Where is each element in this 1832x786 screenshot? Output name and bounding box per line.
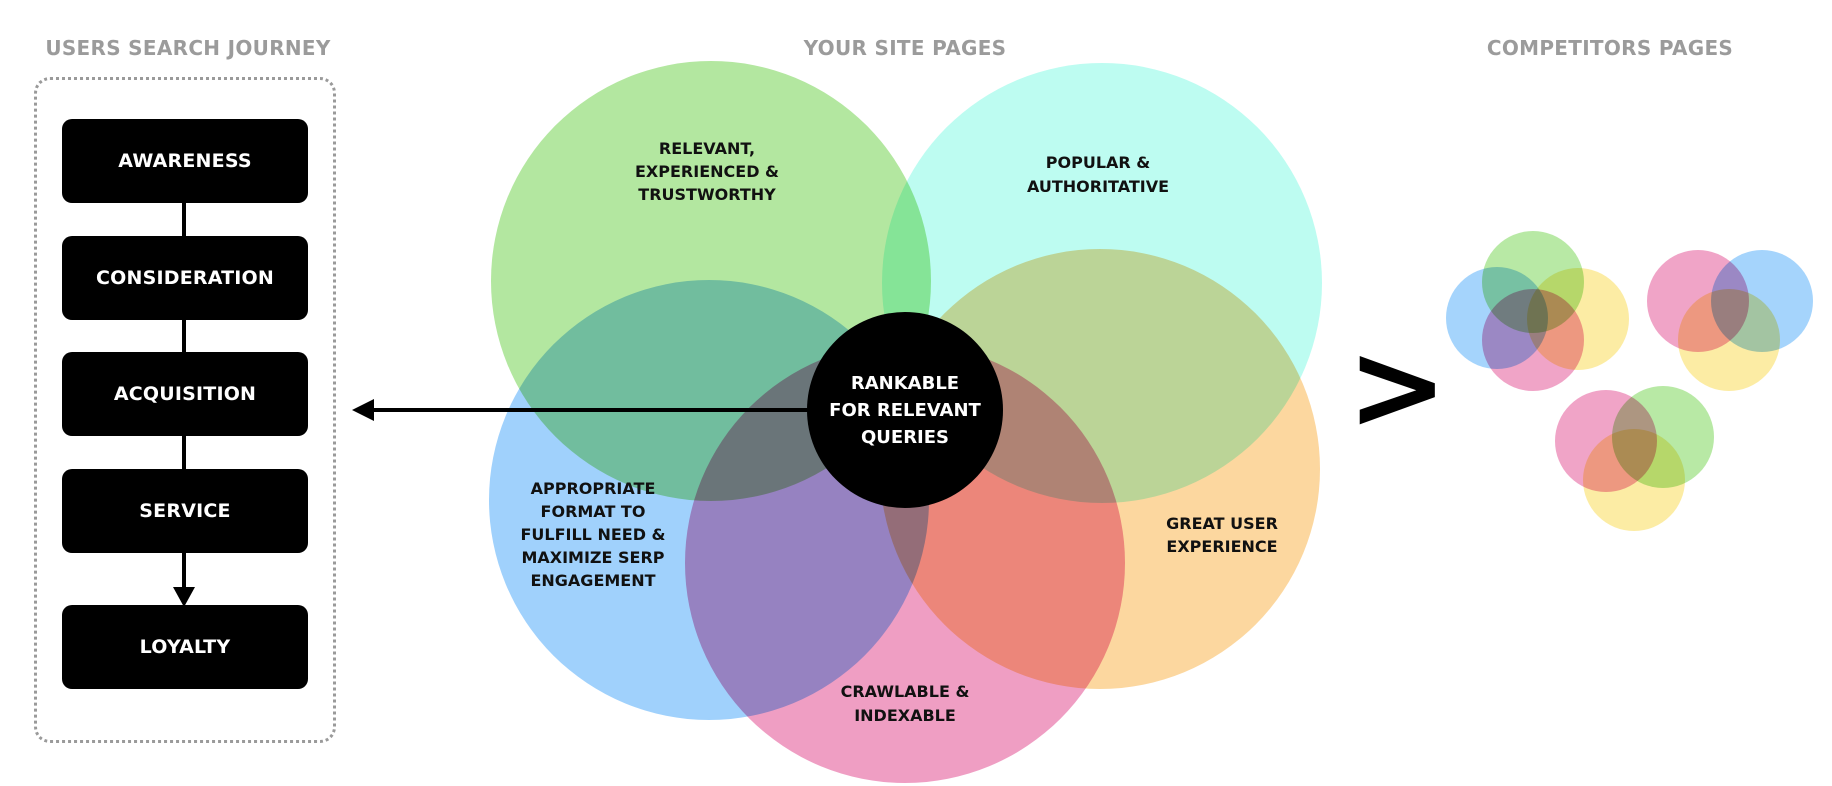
competitor-circle xyxy=(1583,429,1685,531)
center-label-line2: FOR RELEVANT xyxy=(829,400,981,421)
competitor-cluster-1 xyxy=(1446,231,1629,391)
label-experience-2: EXPERIENCE xyxy=(1166,537,1277,556)
venn-circle-overlay-green xyxy=(969,268,1209,508)
label-format-4: MAXIMIZE SERP xyxy=(521,548,664,567)
journey-connector xyxy=(182,545,186,590)
venn-circle-crawlable xyxy=(685,343,1125,783)
center-label-line3: QUERIES xyxy=(861,427,949,448)
label-relevant-2: EXPERIENCED & xyxy=(635,162,779,181)
center-circle xyxy=(807,312,1003,508)
greater-than-symbol: > xyxy=(1347,318,1448,457)
stage-loyalty: LOYALTY xyxy=(62,605,308,689)
label-format-5: ENGAGEMENT xyxy=(530,571,655,590)
stage-service: SERVICE xyxy=(62,469,308,553)
stage-consideration: CONSIDERATION xyxy=(62,236,308,320)
label-crawlable-2: INDEXABLE xyxy=(854,706,956,725)
label-format-1: APPROPRIATE xyxy=(531,479,656,498)
label-experience-1: GREAT USER xyxy=(1166,514,1278,533)
competitor-cluster-2 xyxy=(1647,250,1813,391)
competitors-heading: COMPETITORS PAGES xyxy=(1486,36,1734,60)
journey-connector xyxy=(182,312,186,354)
competitor-circle xyxy=(1678,289,1780,391)
label-relevant-3: TRUSTWORTHY xyxy=(638,185,776,204)
label-popular-1: POPULAR & xyxy=(1046,153,1151,172)
center-label-line1: RANKABLE xyxy=(851,373,959,394)
journey-container xyxy=(34,77,336,743)
arrow-left-icon xyxy=(352,399,374,421)
label-popular-2: AUTHORITATIVE xyxy=(1027,177,1169,196)
label-crawlable-1: CRAWLABLE & xyxy=(841,682,970,701)
competitor-circle xyxy=(1482,289,1584,391)
stage-acquisition: ACQUISITION xyxy=(62,352,308,436)
competitor-cluster-3 xyxy=(1555,386,1714,531)
arrow-down-icon xyxy=(173,587,195,607)
site-pages-heading: YOUR SITE PAGES xyxy=(803,36,1007,60)
label-format-2: FORMAT TO xyxy=(541,502,646,521)
stage-awareness: AWARENESS xyxy=(62,119,308,203)
journey-heading: USERS SEARCH JOURNEY xyxy=(45,36,331,60)
journey-connector xyxy=(182,195,186,237)
journey-connector xyxy=(182,428,186,470)
label-relevant-1: RELEVANT, xyxy=(659,139,755,158)
label-format-3: FULFILL NEED & xyxy=(520,525,665,544)
